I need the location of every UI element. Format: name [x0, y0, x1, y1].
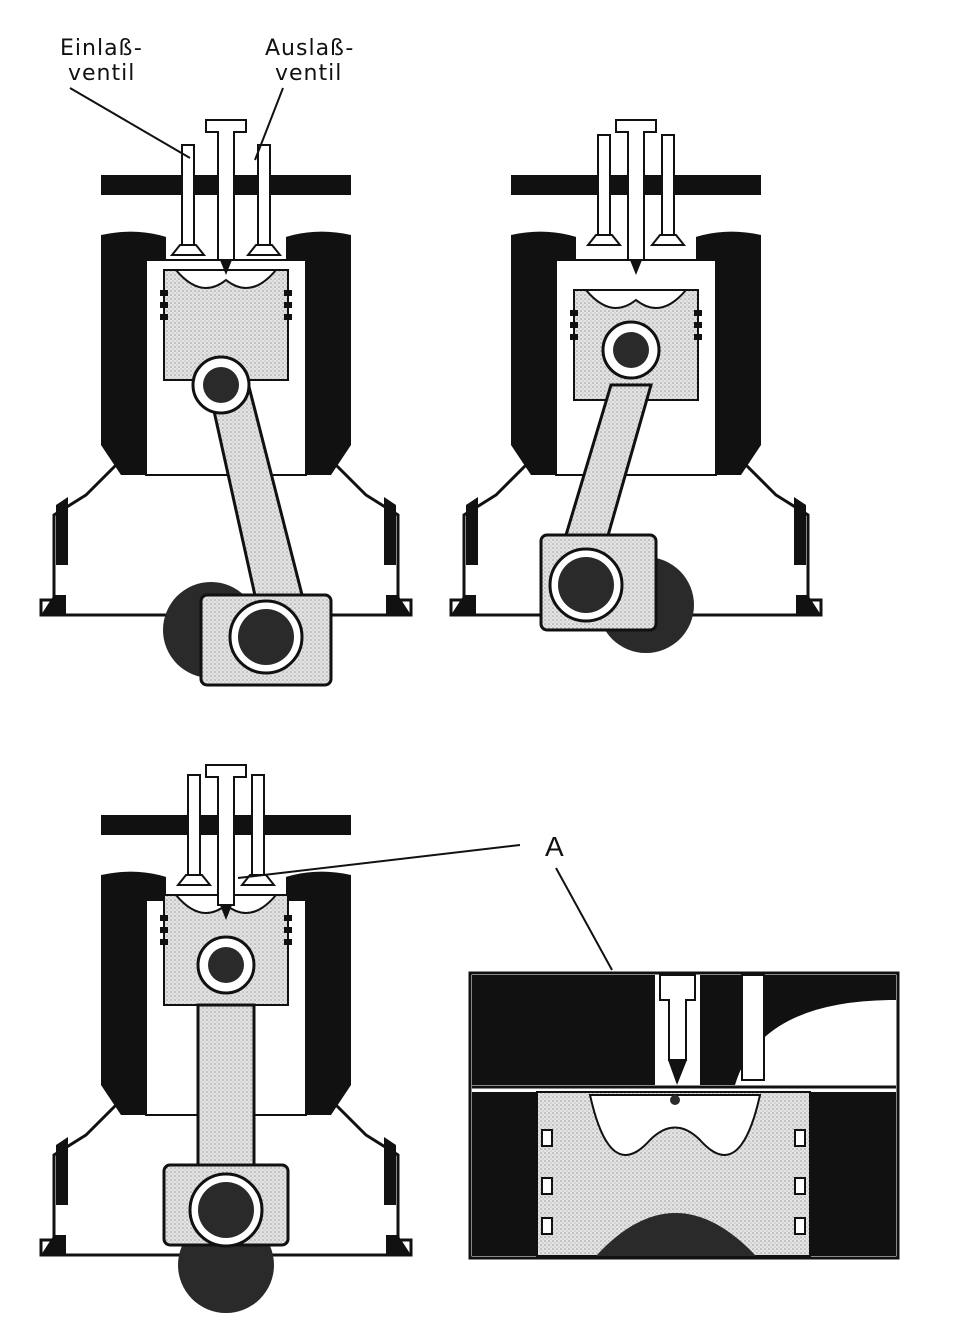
detail-inset [468, 971, 900, 1260]
engine-bottom-left [39, 764, 413, 1313]
intake-valve-label-line2: ventil [68, 61, 135, 86]
intake-valve-label: Einlaß- ventil [60, 36, 143, 86]
callout-a-label: A [545, 831, 564, 862]
engine-top-left [39, 119, 413, 687]
exhaust-valve-label-line1: Auslaß- [265, 36, 354, 61]
exhaust-leader-line [254, 87, 284, 161]
intake-leader-line [69, 87, 191, 159]
exhaust-valve-label: Auslaß- ventil [265, 36, 354, 86]
engine-top-right [449, 119, 823, 653]
callout-a-inset-line [555, 867, 613, 971]
exhaust-valve-label-line2: ventil [275, 61, 342, 86]
intake-valve-label-line1: Einlaß- [60, 36, 143, 61]
callout-a-leader-line [237, 844, 521, 879]
